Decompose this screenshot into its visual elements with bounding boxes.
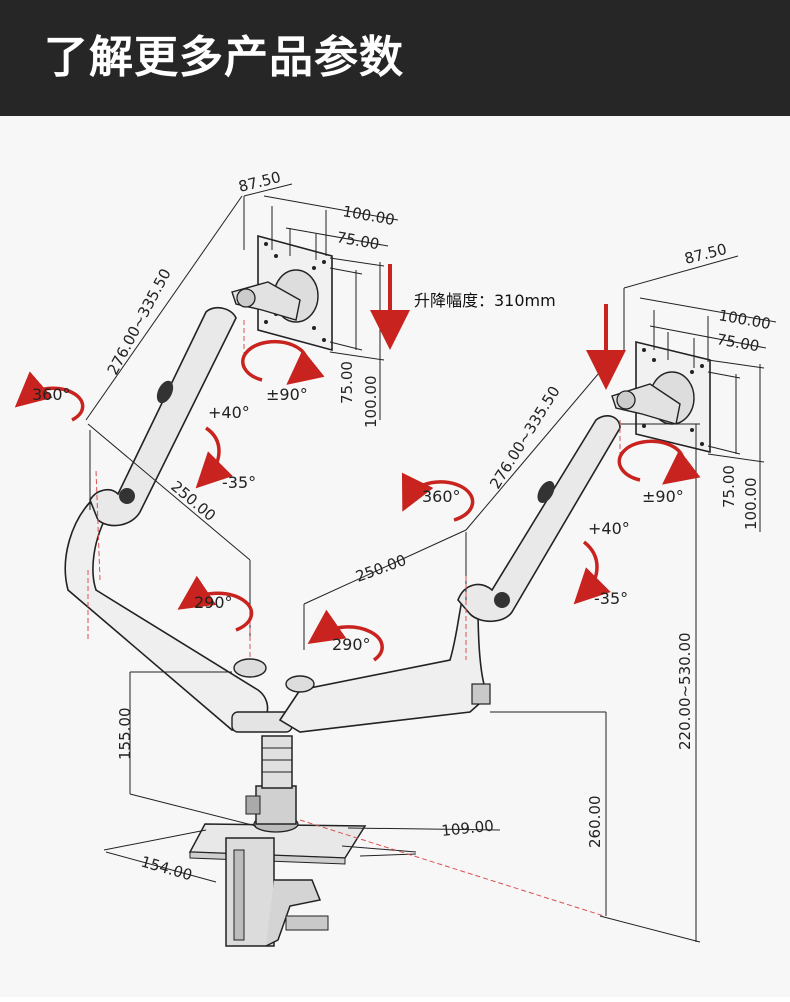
pole-height-label: 155.00: [116, 708, 134, 761]
clamp-width-label: 109.00: [441, 817, 495, 840]
lift-range-note: 升降幅度：310mm: [414, 291, 556, 310]
base-height-label: 260.00: [586, 796, 604, 849]
left-vesa-v-large-label: 100.00: [362, 376, 380, 429]
left-swivel-lower-label: 290°: [194, 593, 233, 612]
right-lower-arm: [278, 599, 491, 733]
dimension-lines: [85, 183, 777, 943]
right-swivel-lower-label: 290°: [332, 635, 371, 654]
right-vesa-h-large-label: 100.00: [717, 306, 772, 333]
right-upper-arm-length-label: 276.00~335.50: [486, 383, 564, 492]
left-lower-arm-length-label: 250.00: [167, 477, 219, 525]
right-upper-arm: [457, 415, 621, 623]
central-pole: [245, 735, 299, 833]
left-upper-arm: [89, 306, 237, 527]
right-vesa-v-large-label: 100.00: [742, 478, 760, 531]
max-height-range-label: 220.00~530.00: [676, 632, 694, 750]
base-labels: 升降幅度：310mm 155.00 260.00 220.00~530.00 1…: [116, 291, 694, 884]
right-swivel-upper-label: 360°: [422, 487, 461, 506]
left-tilt-up-label: +40°: [208, 403, 250, 422]
right-tilt-up-label: +40°: [588, 519, 630, 538]
left-vesa-h-small-label: 75.00: [335, 228, 380, 253]
left-tilt-rotation-label: ±90°: [266, 385, 308, 404]
left-lower-arm: [64, 494, 293, 733]
left-upper-arm-length-label: 276.00~335.50: [104, 266, 175, 378]
left-swivel-upper-label: 360°: [32, 385, 71, 404]
desk-clamp: [188, 823, 367, 947]
page-title: 了解更多产品参数: [44, 32, 404, 83]
right-tilt-rotation-label: ±90°: [642, 487, 684, 506]
left-vesa-h-large-label: 100.00: [341, 202, 396, 229]
left-vesa-plate: [231, 234, 333, 352]
right-lower-arm-length-label: 250.00: [353, 551, 408, 586]
diagram-canvas: 87.50 100.00 75.00 75.00 100.00 ±90° 276…: [0, 116, 790, 997]
right-vesa-v-small-label: 75.00: [720, 465, 738, 508]
header-bar: 了解更多产品参数: [0, 0, 790, 116]
right-tilt-down-label: -35°: [594, 589, 628, 608]
rotation-arrows: [14, 339, 701, 662]
left-tilt-down-label: -35°: [222, 473, 256, 492]
right-plate-width-label: 87.50: [683, 240, 729, 268]
clamp-depth-label: 154.00: [139, 853, 194, 885]
monitor-arm-diagram: 87.50 100.00 75.00 75.00 100.00 ±90° 276…: [14, 168, 777, 947]
left-vesa-v-small-label: 75.00: [338, 361, 356, 404]
right-vesa-plate: [611, 340, 711, 454]
lift-arrows: [370, 264, 626, 390]
right-vesa-h-small-label: 75.00: [715, 330, 760, 355]
